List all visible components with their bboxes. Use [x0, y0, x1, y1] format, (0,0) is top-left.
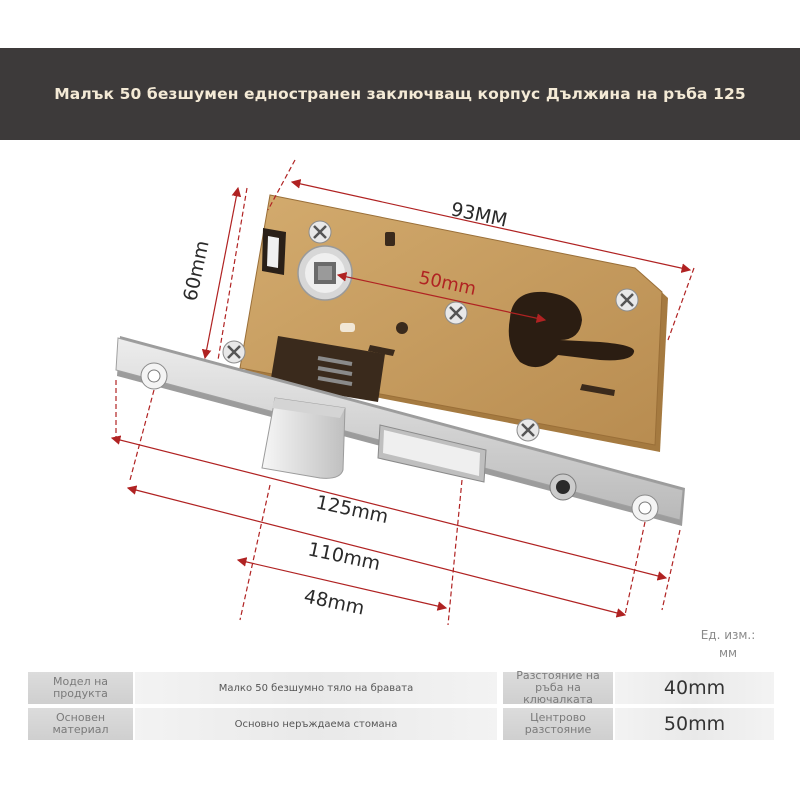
banner-title: Малък 50 безшумен едностранен заключващ … — [54, 85, 746, 103]
spec-value-model: Малко 50 безшумно тяло на бравата — [135, 672, 497, 704]
mounting-hole-icon — [140, 362, 168, 390]
dim-48mm-label: 48mm — [302, 585, 366, 619]
dimension-lines — [110, 159, 695, 626]
spec-row: Модел на продукта Малко 50 безшумно тяло… — [28, 670, 774, 706]
unit-note: Ед. изм.: мм — [700, 628, 756, 660]
screw-icon — [615, 288, 639, 312]
latch-bolt — [261, 397, 346, 479]
screw-icon — [222, 340, 246, 364]
title-banner: Малък 50 безшумен едностранен заключващ … — [0, 48, 800, 140]
spec-label-material: Основен материал — [28, 708, 133, 740]
screw-icon — [308, 220, 332, 244]
spec-label-edge-distance: Разстояние на ръба на ключалката — [503, 670, 613, 706]
spec-label-model: Модел на продукта — [28, 672, 133, 704]
dim-110mm-label: 110mm — [306, 538, 382, 575]
spec-row: Основен материал Основно неръждаема стом… — [28, 708, 774, 740]
dim-93mm-label: 93MM — [449, 198, 509, 231]
dim-60mm-label: 60mm — [179, 239, 213, 303]
spec-value-material: Основно неръждаема стомана — [135, 708, 497, 740]
mounting-hole-icon — [549, 473, 577, 501]
screw-icon — [516, 418, 540, 442]
dim-125mm-label: 125mm — [314, 491, 390, 528]
lock-illustration: 93MM 60mm 50mm 125mm 110mm 48mm — [110, 159, 695, 626]
spec-value-center-distance: 50mm — [615, 708, 774, 740]
spec-value-edge-distance: 40mm — [615, 672, 774, 704]
mounting-hole-icon — [631, 494, 659, 522]
screw-icon — [444, 301, 468, 325]
spec-label-center-distance: Центрово разстояние — [503, 708, 613, 740]
